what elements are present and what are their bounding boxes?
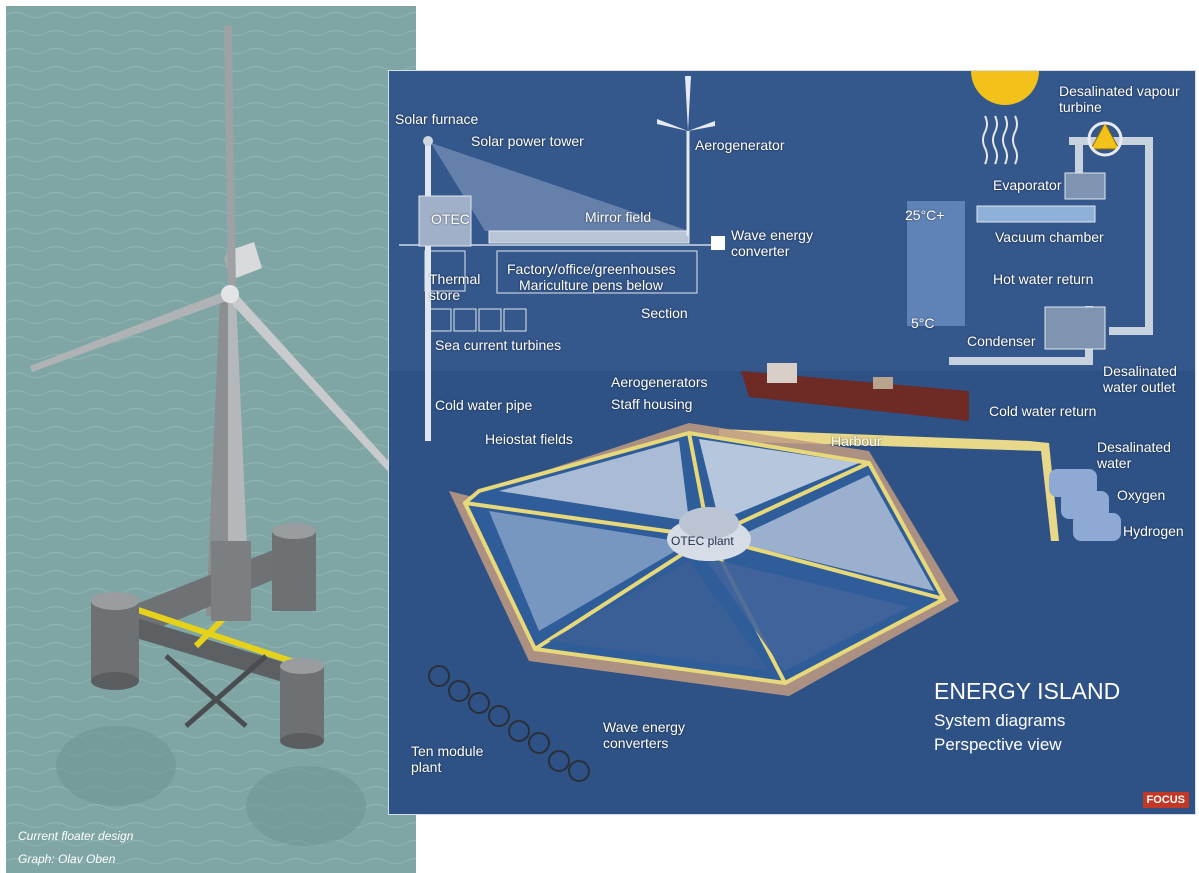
vacuum-chamber-label: Vacuum chamber — [995, 229, 1104, 245]
oxygen-label: Oxygen — [1117, 487, 1166, 503]
floater-design-caption: Current floater design — [18, 829, 134, 843]
solar-power-tower-label: Solar power tower — [471, 133, 584, 149]
aerogenerator-label: Aerogenerator — [695, 137, 785, 153]
solar-furnace-label: Solar furnace — [395, 111, 479, 127]
otec-label: OTEC — [431, 211, 470, 227]
cold-water-return-label: Cold water return — [989, 403, 1097, 419]
heliostat-fields-label: Heiostat fields — [485, 431, 573, 447]
desalinated-water-label: Desalinated water — [1097, 439, 1171, 471]
desalinated-vapour-turbine-label: Desalinated vapour turbine — [1059, 83, 1180, 115]
hydrogen-label: Hydrogen — [1123, 523, 1184, 539]
aerogenerators-label: Aerogenerators — [611, 374, 708, 390]
desalinated-water-outlet-label: Desalinated water outlet — [1103, 363, 1177, 395]
thermal-store-label: Thermal store — [429, 271, 481, 303]
condenser-label: Condenser — [967, 333, 1036, 349]
diagram-subtitle-system: System diagrams — [934, 711, 1066, 730]
energy-island-diagram: Solar furnace Solar power tower Aerogene… — [388, 70, 1196, 815]
focus-logo: FOCUS — [1142, 792, 1189, 808]
temp-cold-label: 5°C — [911, 315, 935, 331]
wave-energy-converter-label: Wave energy converter — [731, 227, 813, 259]
sun-icon — [971, 71, 1039, 105]
section-label: Section — [641, 305, 688, 321]
factory-label: Factory/office/greenhouses — [507, 261, 676, 277]
staff-housing-label: Staff housing — [611, 396, 693, 412]
floater-illustration: Current floater design Graph: Olav Oben — [6, 6, 416, 873]
otec-plant-label: OTEC plant — [671, 534, 734, 548]
floating-wind-turbine-graphic — [6, 6, 416, 873]
evaporator-label: Evaporator — [993, 177, 1062, 193]
hot-water-return-label: Hot water return — [993, 271, 1094, 287]
diagram-subtitle-perspective: Perspective view — [934, 735, 1062, 754]
temp-hot-label: 25°C+ — [905, 207, 945, 223]
mirror-field-label: Mirror field — [585, 209, 652, 225]
diagram-title: ENERGY ISLAND — [934, 678, 1121, 704]
graph-credit-caption: Graph: Olav Oben — [18, 852, 116, 866]
wave-energy-converters-label: Wave energy converters — [603, 719, 685, 751]
harbour-label: Harbour — [831, 433, 882, 449]
energy-island-graphic — [389, 71, 1195, 814]
mariculture-label: Mariculture pens below — [519, 277, 663, 293]
sea-current-turbines-label: Sea current turbines — [435, 337, 562, 353]
ten-module-plant-label: Ten module plant — [411, 743, 484, 775]
cold-water-pipe-label: Cold water pipe — [435, 397, 533, 413]
